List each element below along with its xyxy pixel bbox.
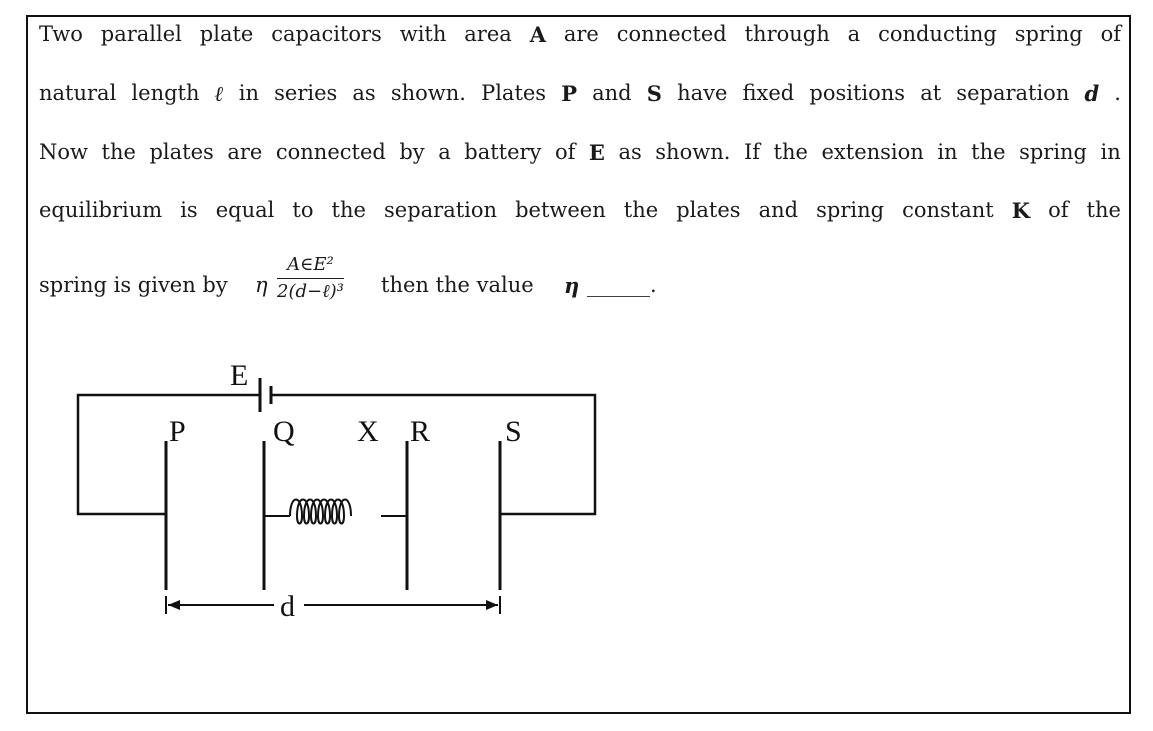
word: spring (1019, 140, 1088, 164)
word-bold-A: A (529, 22, 546, 47)
answer-blank: ______. (587, 273, 657, 297)
distance-arrow (165, 596, 501, 614)
word: parallel (100, 22, 182, 46)
word: through (744, 22, 830, 46)
word: at (920, 81, 942, 105)
word: a (847, 22, 861, 46)
word: and (592, 81, 632, 105)
question-line-4: equilibrium is equal to the separation b… (39, 198, 1121, 223)
symbol-ell: ℓ (214, 81, 224, 106)
wire-right (271, 393, 597, 516)
question-line-5: spring is given by η A∈E² 2(d−ℓ)³ then t… (39, 254, 1121, 314)
word-bold-P: P (561, 81, 578, 106)
word: spring (1014, 22, 1083, 46)
word: separation (383, 198, 498, 222)
question-frame (26, 15, 1131, 714)
plate-label-Q: Q (273, 415, 295, 448)
word: of (1100, 22, 1121, 46)
word: battery (464, 140, 542, 164)
word: series (274, 81, 338, 105)
word: plates (676, 198, 741, 222)
word: between (515, 198, 606, 222)
word: have (677, 81, 728, 105)
word: spring (816, 198, 885, 222)
word: to (292, 198, 314, 222)
word: area (464, 22, 512, 46)
word: fixed (742, 81, 795, 105)
line5-prefix: spring is given by (39, 273, 228, 297)
word: Plates (481, 81, 547, 105)
word: in (937, 140, 958, 164)
question-line-2: natural length ℓ in series as shown. Pla… (39, 81, 1121, 107)
plate-label-S: S (505, 415, 522, 448)
word: connected (616, 22, 727, 46)
word: Two (39, 22, 83, 46)
circuit-wires (76, 393, 597, 516)
distance-label: d (280, 590, 295, 623)
word: the (1086, 198, 1121, 222)
eta-bold-symbol: η (564, 273, 580, 298)
fraction: A∈E² 2(d−ℓ)³ (277, 254, 344, 302)
fraction-denominator: 2(d−ℓ)³ (277, 281, 344, 302)
word: are (563, 22, 599, 46)
word: extension (821, 140, 924, 164)
battery-icon (258, 378, 273, 412)
word: equilibrium (39, 198, 163, 222)
word: plate (199, 22, 254, 46)
spring-icon (264, 498, 407, 525)
wire-left (76, 393, 260, 516)
word: of (1048, 198, 1069, 222)
word: are (227, 140, 263, 164)
line5-suffix: then the value (381, 273, 534, 297)
question-line-1: Two parallel plate capacitors with area … (39, 22, 1121, 47)
word: of (554, 140, 576, 164)
word: shown. (655, 140, 731, 164)
word: connected (275, 140, 386, 164)
word: a (438, 140, 451, 164)
question-line-3: Now the plates are connected by a batter… (39, 140, 1121, 165)
word-bold-S: S (646, 81, 662, 106)
word-bold-E: E (588, 140, 605, 165)
word: is (180, 198, 198, 222)
word: shown. (390, 81, 466, 105)
word: constant (902, 198, 994, 222)
battery-label: E (230, 359, 248, 392)
word: capacitors (271, 22, 382, 46)
word: in (1100, 140, 1121, 164)
symbol-d: d (1084, 81, 1100, 106)
word: the (101, 140, 136, 164)
word: the (331, 198, 366, 222)
plate-label-P: P (169, 415, 186, 448)
word: plates (149, 140, 214, 164)
word: the (971, 140, 1006, 164)
word: the (623, 198, 659, 222)
fraction-numerator: A∈E² (277, 254, 344, 279)
word: equal (215, 198, 275, 222)
word-bold-K: K (1011, 198, 1031, 223)
word: by (399, 140, 425, 164)
eta-symbol: η (255, 273, 268, 297)
word: Now (39, 140, 88, 164)
plate-label-X: X (357, 415, 379, 448)
word: length (131, 81, 200, 105)
word: the (773, 140, 808, 164)
word: with (399, 22, 447, 46)
word: and (758, 198, 799, 222)
word: as (352, 81, 376, 105)
word: conducting (878, 22, 997, 46)
word: separation (956, 81, 1070, 105)
word: positions (809, 81, 906, 105)
word: If (743, 140, 761, 164)
word: in (238, 81, 259, 105)
plate-label-R: R (410, 415, 430, 448)
word: natural (39, 81, 117, 105)
word: as (618, 140, 642, 164)
word: . (1114, 81, 1121, 105)
